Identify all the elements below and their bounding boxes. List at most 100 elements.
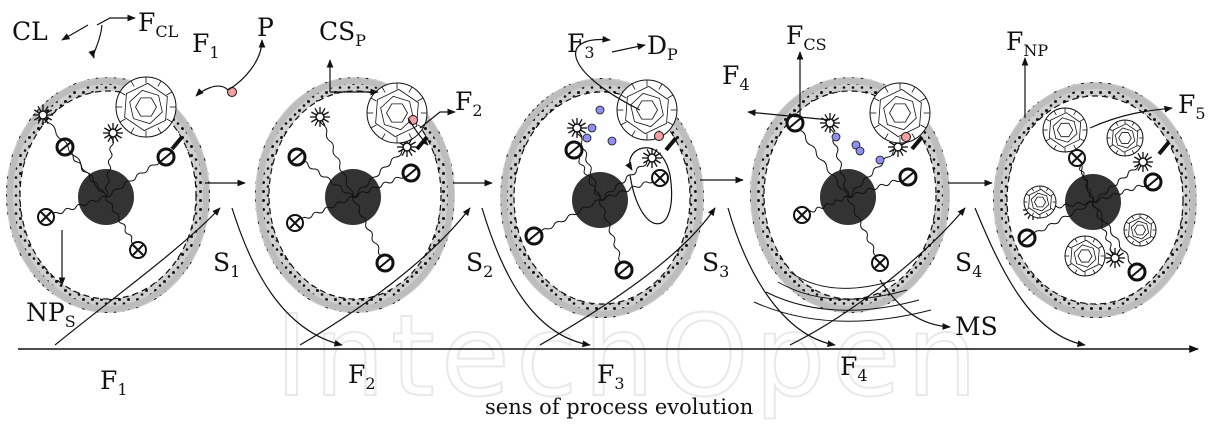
fullerene-hex	[1056, 122, 1074, 138]
s-curve-down	[727, 207, 836, 347]
fullerene-hex	[1128, 216, 1152, 244]
fullerene-hex	[889, 103, 911, 123]
ligand-group	[564, 140, 584, 160]
fullerene-edge	[1131, 240, 1135, 245]
f4-arrow	[747, 109, 831, 121]
fullerene-edge	[920, 97, 927, 102]
burst-ray	[1109, 261, 1114, 267]
fullerene-edge	[1125, 235, 1130, 239]
burst-ray	[643, 159, 649, 164]
fullerene	[1042, 107, 1088, 153]
fullerene-edge	[1115, 150, 1119, 154]
fullerene-hex	[135, 97, 157, 117]
burst-ray	[824, 126, 829, 132]
p-arrow	[227, 39, 266, 91]
fullerene-edge	[620, 94, 627, 99]
ligand-group	[898, 167, 918, 187]
burst-ray	[408, 150, 413, 156]
ms-arrow	[879, 279, 951, 330]
fullerene-edge	[1045, 138, 1051, 142]
fullerene-hex	[380, 95, 414, 131]
burst-core	[1138, 157, 1148, 167]
tether-line	[319, 116, 354, 198]
pore-gap	[910, 135, 924, 151]
cell-1	[6, 76, 237, 313]
burst-ray	[1134, 163, 1140, 168]
burst-ray	[899, 150, 904, 156]
fullerene-edge	[1131, 122, 1135, 126]
blue-particle	[875, 155, 885, 165]
burst-ray	[314, 120, 319, 126]
pore-gap	[1157, 140, 1171, 156]
fullerene-outline	[115, 76, 177, 138]
ligand-group	[310, 107, 330, 127]
burst-ray	[321, 108, 326, 114]
s-curve-up	[539, 207, 716, 346]
fullerene-edge	[1092, 269, 1096, 274]
s-curve-up	[299, 207, 471, 346]
fullerene	[1123, 213, 1157, 247]
fullerene-edge	[1045, 118, 1051, 122]
ligand-slash	[1020, 232, 1034, 244]
fullerene-edge	[1073, 144, 1077, 150]
s-curve-down	[481, 207, 591, 348]
timeline-caption: sens of process evolution	[485, 395, 753, 419]
ligand-slash	[788, 117, 802, 129]
burst-core	[572, 123, 582, 133]
tether-line	[599, 157, 653, 201]
fullerene-edge	[370, 97, 377, 102]
s-curve-down	[974, 207, 1086, 347]
ligand-group	[1017, 228, 1037, 248]
burst-ray	[1116, 261, 1121, 267]
fullerene-edge	[884, 133, 889, 140]
cell-4	[750, 77, 950, 313]
timeline-labels: F1 F2 F3 F4 sens of process evolution	[100, 352, 868, 419]
burst-ray	[568, 129, 574, 134]
burst-ray	[1146, 163, 1152, 168]
fullerene	[115, 76, 177, 138]
fullerene-hex	[1114, 127, 1136, 149]
fullerene-edge	[1067, 263, 1072, 267]
cell-band	[256, 78, 454, 312]
fullerene-hex	[1028, 188, 1052, 216]
ligand-group	[1068, 149, 1086, 167]
label-d-p: DP	[647, 31, 678, 64]
fullerene-edge	[1025, 207, 1030, 211]
burst-ray	[653, 149, 658, 155]
burst-ray	[571, 131, 576, 137]
fullerene-edge	[658, 83, 663, 90]
burst-ray	[34, 109, 40, 114]
fullerene-edge	[1079, 118, 1085, 122]
ligand-cross	[289, 217, 301, 229]
ligand-group	[286, 214, 304, 232]
burst-core	[1110, 253, 1120, 263]
connectors-group	[54, 14, 1173, 348]
tether-line	[105, 196, 139, 251]
burst-ray	[323, 111, 329, 116]
ligand-slash	[378, 257, 392, 269]
burst-ray	[1137, 153, 1142, 159]
burst-ray	[655, 159, 661, 164]
ligand-group	[287, 147, 307, 167]
fullerene-hex	[1077, 249, 1093, 263]
fullerene-edge	[370, 124, 377, 129]
fullerene-edge	[130, 80, 135, 87]
burst-ray	[311, 118, 317, 123]
ligand-slash	[617, 264, 631, 276]
fullerene	[1106, 119, 1144, 157]
fullerene-edge	[1045, 187, 1049, 192]
fullerene-edge	[1131, 150, 1135, 154]
fullerene-edge	[873, 124, 880, 129]
ligand-slash	[404, 167, 418, 179]
fullerene-edge	[381, 133, 386, 140]
label-f-np: FNP	[1006, 27, 1048, 60]
label-f-cs: FCS	[786, 21, 827, 54]
blue-particle	[587, 123, 597, 133]
cell-band	[7, 78, 209, 312]
burst-ray	[107, 136, 112, 142]
burst-ray	[1118, 252, 1124, 257]
ligand-group	[1133, 152, 1153, 172]
ligand-group	[651, 169, 669, 187]
label-f-cl: FCL	[138, 8, 179, 41]
